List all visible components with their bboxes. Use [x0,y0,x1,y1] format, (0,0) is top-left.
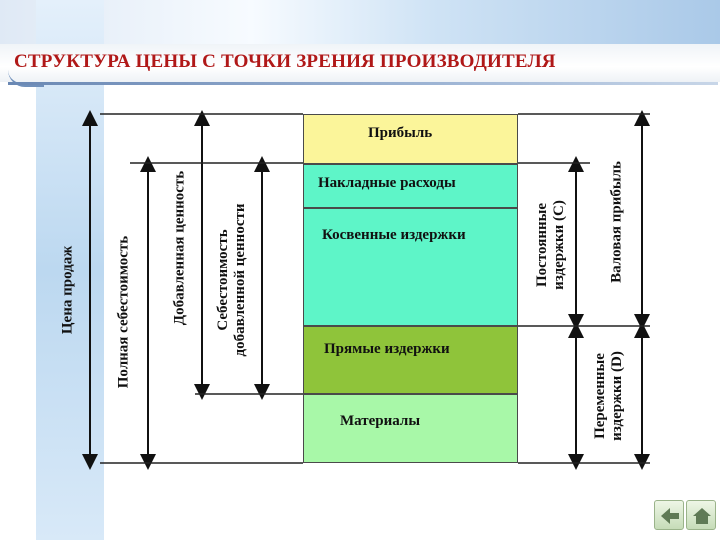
label-fixed-costs: Постоянные издержки (С) [534,200,567,290]
block-indirect-label: Косвенные издержки [322,227,466,243]
slide-title: СТРУКТУРА ЦЕНЫ С ТОЧКИ ЗРЕНИЯ ПРОИЗВОДИТ… [14,51,556,72]
block-indirect: Косвенные издержки [303,208,518,326]
block-direct: Прямые издержки [303,326,518,394]
title-underline [8,82,718,85]
block-materials: Материалы [303,394,518,463]
arrow-left-icon [661,508,679,524]
prev-slide-button[interactable] [654,500,684,530]
label-value-added-cost: Себестоимость добавленной ценности [215,203,248,357]
block-overhead-label: Накладные расходы [318,175,456,191]
block-materials-label: Материалы [340,413,421,429]
block-overhead: Накладные расходы [303,164,518,208]
label-sales-price: Цена продаж [59,245,76,335]
label-gross-profit: Валовая прибыль [608,161,625,283]
header-band [0,0,720,52]
home-button[interactable] [686,500,716,530]
home-icon [693,508,711,524]
block-profit-label: Прибыль [368,125,433,141]
label-full-cost: Полная себестоимость [115,235,132,389]
title-bar [0,44,720,82]
block-direct-label: Прямые издержки [324,341,450,357]
title-swoosh [8,70,44,87]
block-profit: Прибыль [303,114,518,164]
label-value-added: Добавленная ценность [171,170,188,326]
label-variable-costs: Переменные издержки (D) [592,351,625,441]
